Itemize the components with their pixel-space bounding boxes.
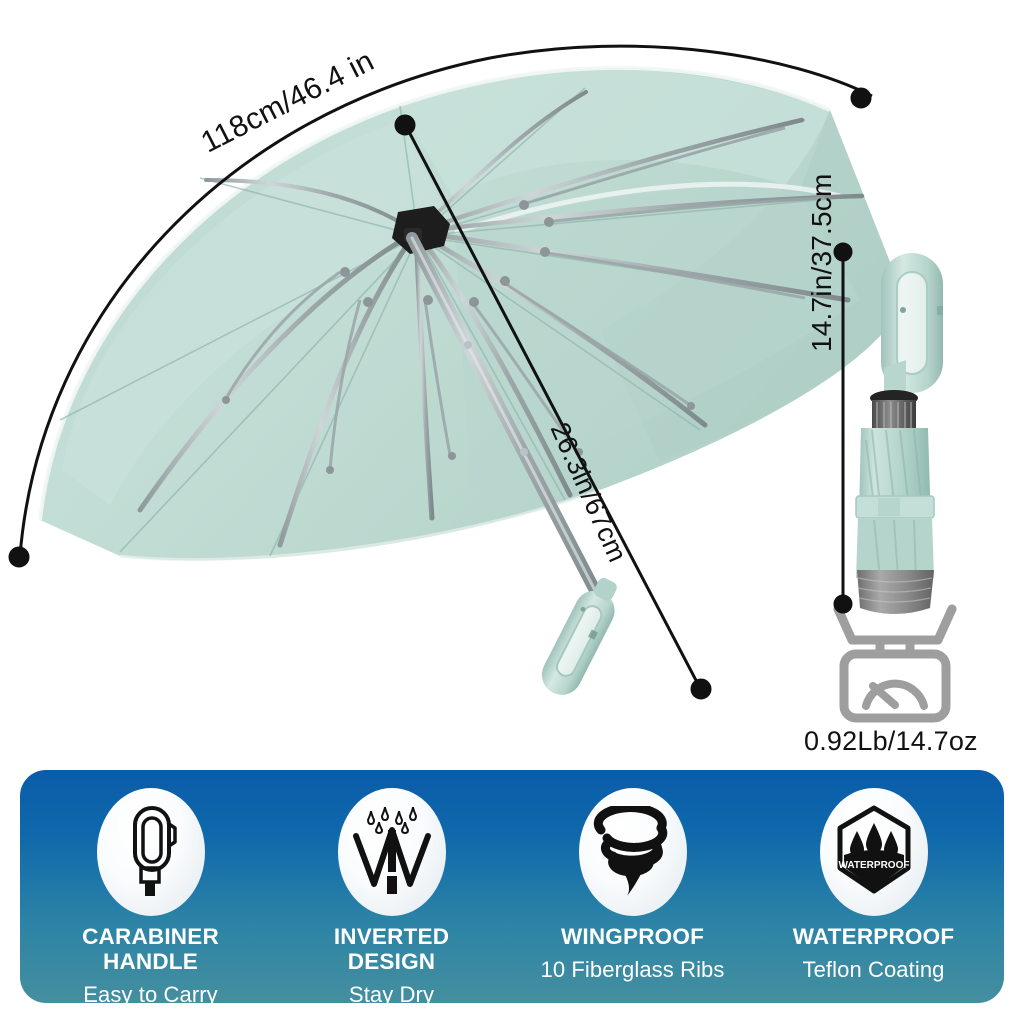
carabiner-handle-icon — [96, 788, 205, 916]
umbrella-support-struts — [223, 126, 826, 471]
canopy-width-arc — [18, 44, 873, 557]
feature-title-line1: WATERPROOF — [792, 924, 955, 949]
shaft-joint-lower — [520, 448, 528, 456]
handle-clasp — [937, 306, 943, 315]
feature-title: WATERPROOF — [793, 924, 955, 949]
product-diagram — [8, 44, 957, 723]
feature-title-line2: HANDLE — [103, 949, 198, 974]
waterproof-shield-icon: WATERPROOF — [819, 788, 928, 916]
canopy-width-dot-left — [8, 546, 30, 568]
rib-joints — [222, 200, 695, 474]
canopy-width-dot-right — [850, 87, 872, 109]
scale-body — [839, 649, 951, 723]
umbrella-carabiner-handle — [541, 577, 617, 695]
canopy-panel-top — [400, 69, 830, 196]
feature-item-wingproof: WINGPROOF 10 Fiberglass Ribs — [515, 788, 751, 983]
folded-tip-wrap-lines — [857, 577, 933, 603]
scale-needle — [869, 682, 899, 709]
feature-title-line2: DESIGN — [347, 949, 436, 974]
open-umbrella — [38, 65, 905, 695]
diagonal-dot-top — [394, 114, 416, 136]
feature-title-line1: CARABINER — [82, 924, 219, 949]
inverted-umbrella-icon — [337, 788, 446, 916]
diagonal-length-line — [404, 125, 702, 689]
feature-title-line1: WINGPROOF — [560, 924, 705, 949]
feature-title: WINGPROOF — [561, 924, 704, 949]
dimension-lines — [8, 44, 873, 700]
feature-subtitle: Stay Dry — [348, 982, 435, 1007]
folded-height-dot-bottom — [833, 594, 853, 614]
handle-rivet — [900, 307, 906, 313]
weight-label: 0.92Lb/14.7oz — [804, 726, 978, 756]
feature-banner: CARABINER HANDLE Easy to Carry — [20, 770, 1004, 1007]
folded-velcro-tab — [878, 498, 900, 516]
folded-height-dot-top — [833, 242, 853, 262]
feature-subtitle: 10 Fiberglass Ribs — [540, 957, 725, 982]
canopy-seam-highlight — [454, 181, 841, 235]
canopy-panel-left — [62, 120, 455, 505]
canopy-lower-rim — [119, 488, 601, 561]
product-illustration-area: 118cm/46.4 in 26.3in/67cm 14.7in/37.5cm … — [8, 44, 978, 756]
feature-title: INVERTED DESIGN — [334, 924, 449, 974]
folded-handle-inner — [897, 272, 927, 374]
feature-subtitle: Teflon Coating — [802, 957, 945, 982]
umbrella-shaft-highlight — [410, 236, 602, 602]
diagonal-dot-bottom — [690, 678, 712, 700]
feature-subtitle: Easy to Carry — [83, 982, 218, 1007]
tornado-icon — [578, 788, 687, 916]
scale-tray — [833, 604, 957, 645]
folded-handle-inner-outline — [896, 271, 928, 375]
canopy-rim-highlight — [38, 65, 831, 521]
feature-item-inverted-design: INVERTED DESIGN Stay Dry — [274, 788, 510, 1008]
feature-item-waterproof: WATERPROOF WATERPROOF Teflon Coating — [756, 788, 992, 983]
shaft-joint-upper — [464, 341, 472, 349]
folded-umbrella — [855, 253, 943, 614]
feature-item-carabiner-handle: CARABINER HANDLE Easy to Carry — [33, 788, 269, 1008]
folded-height-label: 14.7in/37.5cm — [806, 173, 837, 353]
folded-lower-folds — [873, 519, 917, 579]
waterproof-badge-text: WATERPROOF — [838, 860, 909, 871]
weight-scale-icon — [833, 604, 957, 723]
feature-title: CARABINER HANDLE — [82, 924, 219, 974]
feature-title-line1: INVERTED — [333, 924, 450, 949]
scale-gauge-arc — [862, 679, 928, 710]
